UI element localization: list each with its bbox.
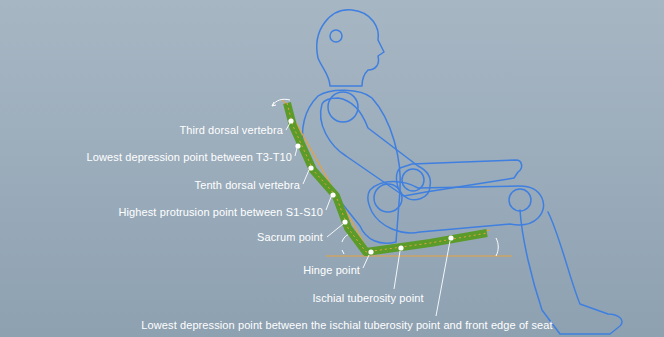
callout-label: Sacrum point — [257, 231, 323, 244]
contour-centerline — [287, 103, 487, 252]
contour-band — [287, 103, 487, 252]
leader-lines — [286, 123, 450, 316]
callout-label: Lowest depression point between the isch… — [141, 319, 552, 332]
callout-label: Lowest depression point between T3-T10 — [87, 151, 292, 164]
callout-label: Third dorsal vertebra — [179, 124, 283, 137]
callout-label: Hinge point — [303, 264, 360, 277]
human-figure — [303, 10, 623, 334]
callout-label: Highest protrusion point between S1-S10 — [119, 206, 323, 219]
callout-label: Tenth dorsal vertebra — [195, 179, 300, 192]
callout-label: Ischial tuberosity point — [312, 292, 423, 305]
